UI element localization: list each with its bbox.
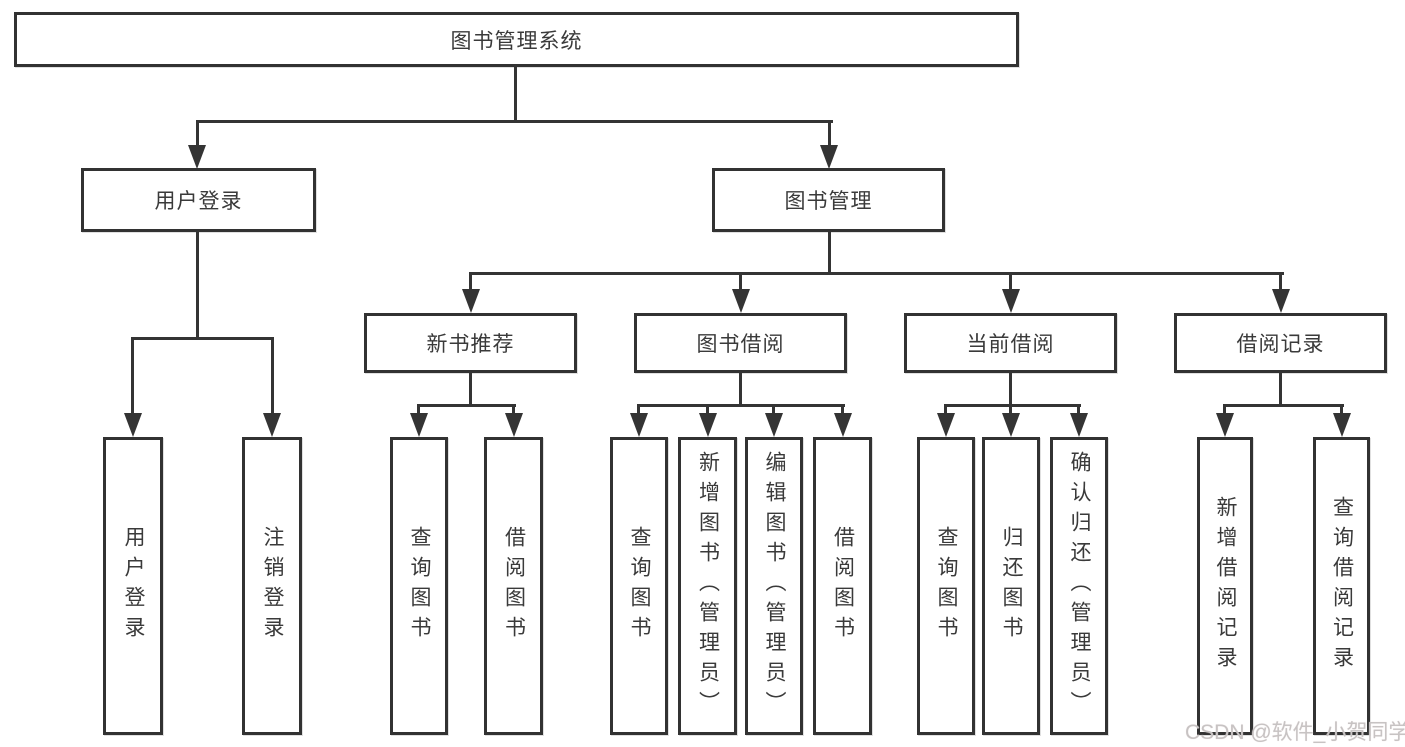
connector-cur-borrow-hbar xyxy=(944,404,1081,407)
arrowhead-leaf-user xyxy=(124,413,142,437)
connector-new-rec-hbar xyxy=(417,404,516,407)
leaf-bb-query-book: 查询图书 xyxy=(610,437,668,735)
leaf-rec-borrow-book-label: 借阅图书 xyxy=(502,526,526,646)
connector-drop-br-query xyxy=(1340,404,1343,420)
leaf-cb-confirm-return-admin: 确认归还（管理员） xyxy=(1050,437,1108,735)
arrowhead-cur-borrow xyxy=(1002,289,1020,313)
arrowhead-br-add xyxy=(1216,413,1234,437)
connector-drop-cb-query xyxy=(944,404,947,420)
connector-drop-br-add xyxy=(1223,404,1226,420)
leaf-cb-query-book-label: 查询图书 xyxy=(935,526,958,646)
csdn-watermark: CSDN @软件_小贺同学 xyxy=(1185,721,1405,744)
leaf-user-login: 用户登录 xyxy=(103,437,163,735)
leaf-bb-edit-book-admin: 编辑图书（管理员） xyxy=(745,437,803,735)
connector-book-borrow-stem xyxy=(739,372,742,406)
leaf-user-login-label: 用户登录 xyxy=(122,526,145,646)
arrowhead-book-mgmt xyxy=(820,145,838,169)
leaf-logout-label: 注销登录 xyxy=(261,526,284,646)
leaf-rec-borrow-book: 借阅图书 xyxy=(484,437,543,735)
leaf-bb-edit-book-admin-label: 编辑图书（管理员） xyxy=(763,451,786,721)
connector-drop-records xyxy=(1279,272,1282,294)
arrowhead-cb-return xyxy=(1002,413,1020,437)
node-new-book-recommend-label: 新书推荐 xyxy=(426,333,515,356)
connector-drop-book-borrow xyxy=(739,272,742,294)
node-book-management-label: 图书管理 xyxy=(784,190,873,213)
connector-drop-leaf-logout xyxy=(271,337,274,420)
node-new-book-recommend: 新书推荐 xyxy=(364,313,577,373)
connector-level3-hbar xyxy=(469,272,1284,275)
connector-drop-user-login xyxy=(196,120,199,162)
leaf-cb-query-book: 查询图书 xyxy=(917,437,975,735)
arrowhead-rec-query xyxy=(410,413,428,437)
connector-drop-bb-add xyxy=(706,404,709,420)
leaf-rec-query-book-label: 查询图书 xyxy=(408,526,431,646)
connector-root-stem xyxy=(514,65,517,122)
arrowhead-bb-borrow xyxy=(834,413,852,437)
node-current-borrow-label: 当前借阅 xyxy=(966,333,1055,356)
connector-cur-borrow-stem xyxy=(1009,372,1012,406)
arrowhead-new-rec xyxy=(462,289,480,313)
arrowhead-user-login xyxy=(188,145,206,169)
node-user-login-label: 用户登录 xyxy=(154,190,243,213)
leaf-bb-borrow-book: 借阅图书 xyxy=(813,437,872,735)
leaf-br-query-record: 查询借阅记录 xyxy=(1313,437,1370,735)
connector-book-mgmt-stem xyxy=(828,231,831,275)
leaf-cb-return-book-label: 归还图书 xyxy=(1000,526,1023,646)
node-book-borrow: 图书借阅 xyxy=(634,313,847,373)
connector-drop-rec-query xyxy=(417,404,420,420)
leaf-br-add-record-label: 新增借阅记录 xyxy=(1214,496,1237,676)
leaf-bb-add-book-admin-label: 新增图书（管理员） xyxy=(696,451,720,721)
leaf-cb-confirm-return-admin-label: 确认归还（管理员） xyxy=(1068,451,1091,721)
connector-records-hbar xyxy=(1223,404,1344,407)
arrowhead-cb-confirm xyxy=(1070,413,1088,437)
leaf-rec-query-book: 查询图书 xyxy=(390,437,448,735)
connector-drop-bb-borrow xyxy=(841,404,844,420)
node-book-borrow-label: 图书借阅 xyxy=(696,333,785,356)
node-user-login: 用户登录 xyxy=(81,168,316,232)
leaf-br-add-record: 新增借阅记录 xyxy=(1197,437,1253,735)
connector-drop-cb-return xyxy=(1009,404,1012,420)
connector-drop-cb-confirm xyxy=(1077,404,1080,420)
connector-level1-hbar xyxy=(196,120,833,123)
arrowhead-bb-query xyxy=(630,413,648,437)
leaf-bb-borrow-book-label: 借阅图书 xyxy=(831,526,855,646)
arrowhead-records xyxy=(1272,289,1290,313)
leaf-br-query-record-label: 查询借阅记录 xyxy=(1330,496,1354,676)
leaf-bb-add-book-admin: 新增图书（管理员） xyxy=(678,437,737,735)
node-borrow-records: 借阅记录 xyxy=(1174,313,1387,373)
connector-drop-leaf-user xyxy=(131,337,134,420)
arrowhead-bb-add xyxy=(699,413,717,437)
connector-records-stem xyxy=(1279,372,1282,406)
arrowhead-rec-borrow xyxy=(505,413,523,437)
arrowhead-bb-edit xyxy=(765,413,783,437)
node-root-label: 图书管理系统 xyxy=(450,29,583,53)
connector-drop-bb-query xyxy=(637,404,640,420)
connector-book-borrow-hbar xyxy=(637,404,845,407)
node-book-management: 图书管理 xyxy=(712,168,945,232)
connector-drop-book-mgmt xyxy=(828,120,831,162)
arrowhead-book-borrow xyxy=(732,289,750,313)
connector-drop-cur-borrow xyxy=(1009,272,1012,294)
arrowhead-cb-query xyxy=(937,413,955,437)
connector-drop-bb-edit xyxy=(772,404,775,420)
connector-user-login-stem xyxy=(196,231,199,340)
leaf-logout: 注销登录 xyxy=(242,437,302,735)
connector-drop-new-rec xyxy=(469,272,472,294)
node-current-borrow: 当前借阅 xyxy=(904,313,1117,373)
connector-drop-rec-borrow xyxy=(512,404,515,420)
leaf-bb-query-book-label: 查询图书 xyxy=(628,526,651,646)
connector-new-rec-stem xyxy=(469,372,472,406)
connector-user-login-hbar xyxy=(131,337,274,340)
leaf-cb-return-book: 归还图书 xyxy=(982,437,1040,735)
arrowhead-leaf-logout xyxy=(263,413,281,437)
node-root: 图书管理系统 xyxy=(14,12,1019,67)
arrowhead-br-query xyxy=(1333,413,1351,437)
node-borrow-records-label: 借阅记录 xyxy=(1236,333,1325,356)
